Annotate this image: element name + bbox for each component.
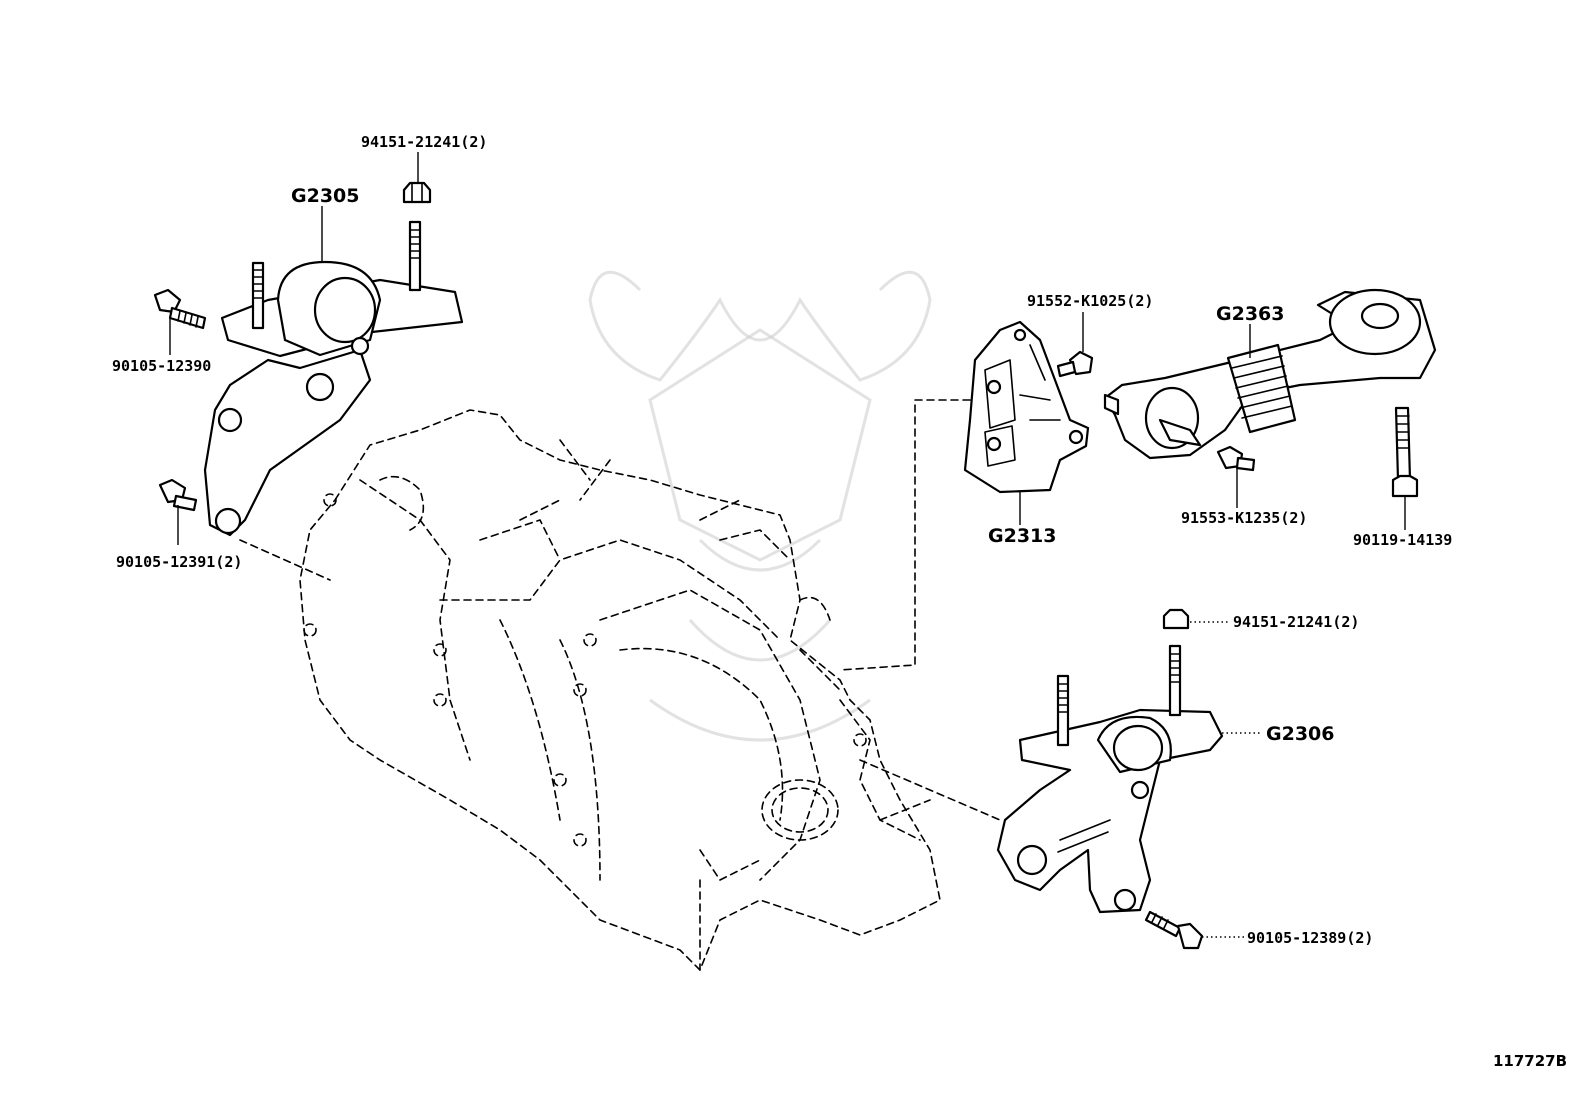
transmission-assembly bbox=[299, 409, 941, 971]
label-90105-12389: 90105-12389(2) bbox=[1247, 929, 1373, 947]
g2363-torque-rod bbox=[1103, 288, 1437, 460]
label-90105-12391: 90105-12391(2) bbox=[116, 553, 242, 571]
label-91553-k1235: 91553-K1235(2) bbox=[1181, 509, 1307, 527]
bolt-icon bbox=[158, 478, 198, 512]
bolt-icon bbox=[1144, 910, 1204, 950]
bolt-icon bbox=[1216, 445, 1256, 472]
nut-icon bbox=[1162, 608, 1190, 630]
label-94151-21241-right: 94151-21241(2) bbox=[1233, 613, 1359, 631]
nut-icon bbox=[402, 181, 432, 204]
label-g2306: G2306 bbox=[1266, 723, 1334, 745]
alignment-lines bbox=[239, 399, 1001, 821]
diagram-reference-number: 117727B bbox=[1493, 1052, 1567, 1070]
watermark-emblem bbox=[588, 270, 932, 742]
bolt-icon bbox=[153, 288, 207, 330]
label-94151-21241-top: 94151-21241(2) bbox=[361, 133, 487, 151]
label-g2305: G2305 bbox=[291, 185, 359, 207]
bolt-icon bbox=[1056, 350, 1094, 378]
label-g2313: G2313 bbox=[988, 525, 1056, 547]
label-90119-14139: 90119-14139 bbox=[1353, 531, 1452, 549]
g2305-mount-bracket bbox=[203, 220, 464, 537]
leader-lines bbox=[169, 152, 1406, 938]
label-90105-12390: 90105-12390 bbox=[112, 357, 211, 375]
bolt-icon bbox=[1391, 406, 1419, 498]
label-91552-k1025: 91552-K1025(2) bbox=[1027, 292, 1153, 310]
label-g2363: G2363 bbox=[1216, 303, 1284, 325]
part-labels: G2305 94151-21241(2) 90105-12390 90105-1… bbox=[112, 133, 1567, 1070]
g2306-mount-bracket bbox=[996, 644, 1224, 914]
g2313-bracket bbox=[963, 320, 1090, 494]
